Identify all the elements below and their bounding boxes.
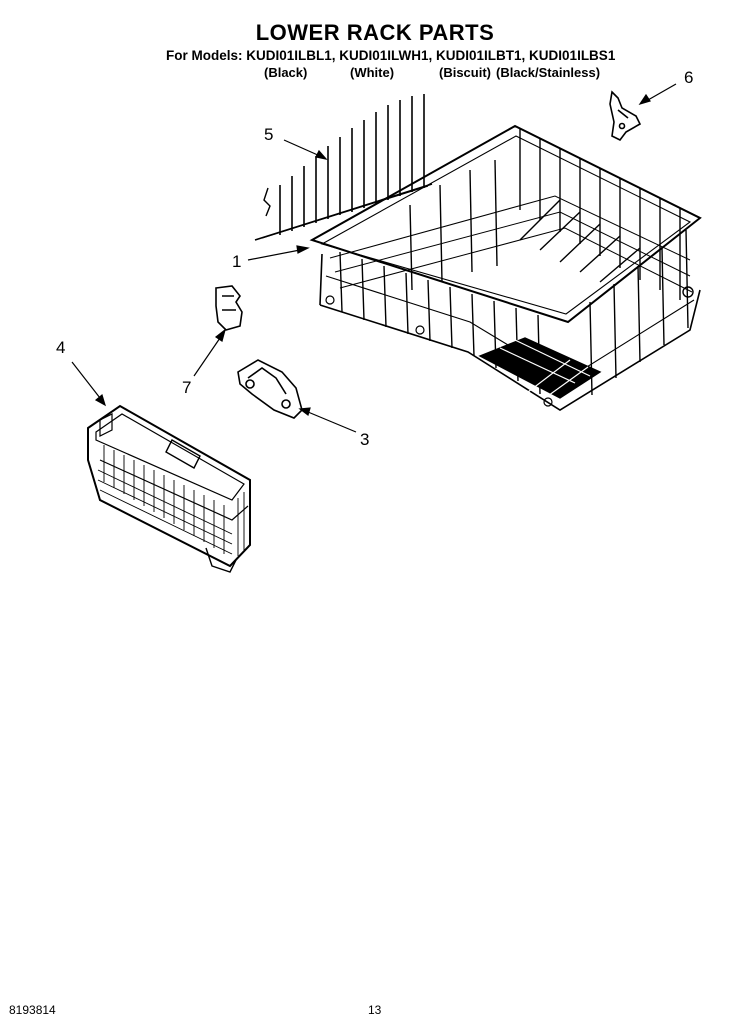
silverware-basket-part-4 <box>87 404 251 573</box>
finish-white: (White) <box>350 65 395 80</box>
page-title: LOWER RACK PARTS <box>255 20 495 45</box>
finish-black-stainless: (Black/Stainless) <box>496 65 601 80</box>
callout-3: 3 <box>360 430 370 449</box>
callout-1: 1 <box>232 252 242 271</box>
callout-4: 4 <box>56 338 66 357</box>
tine-row-part-5 <box>254 94 433 241</box>
callout-6: 6 <box>684 68 694 87</box>
callout-5: 5 <box>264 125 274 144</box>
clip-part-6 <box>609 90 642 142</box>
lower-rack-part-1 <box>309 124 702 411</box>
models-line: For Models: KUDI01ILBL1, KUDI01ILWH1, KU… <box>166 48 616 63</box>
bracket-part-7 <box>215 285 243 331</box>
callout-7: 7 <box>182 378 192 397</box>
doc-number: 8193814 <box>9 1003 56 1017</box>
finish-black: (Black) <box>264 65 308 80</box>
finish-biscuit: (Biscuit) <box>439 65 491 80</box>
roller-part-3 <box>237 359 303 419</box>
page-number: 13 <box>368 1003 382 1017</box>
leader-lines <box>71 83 677 433</box>
